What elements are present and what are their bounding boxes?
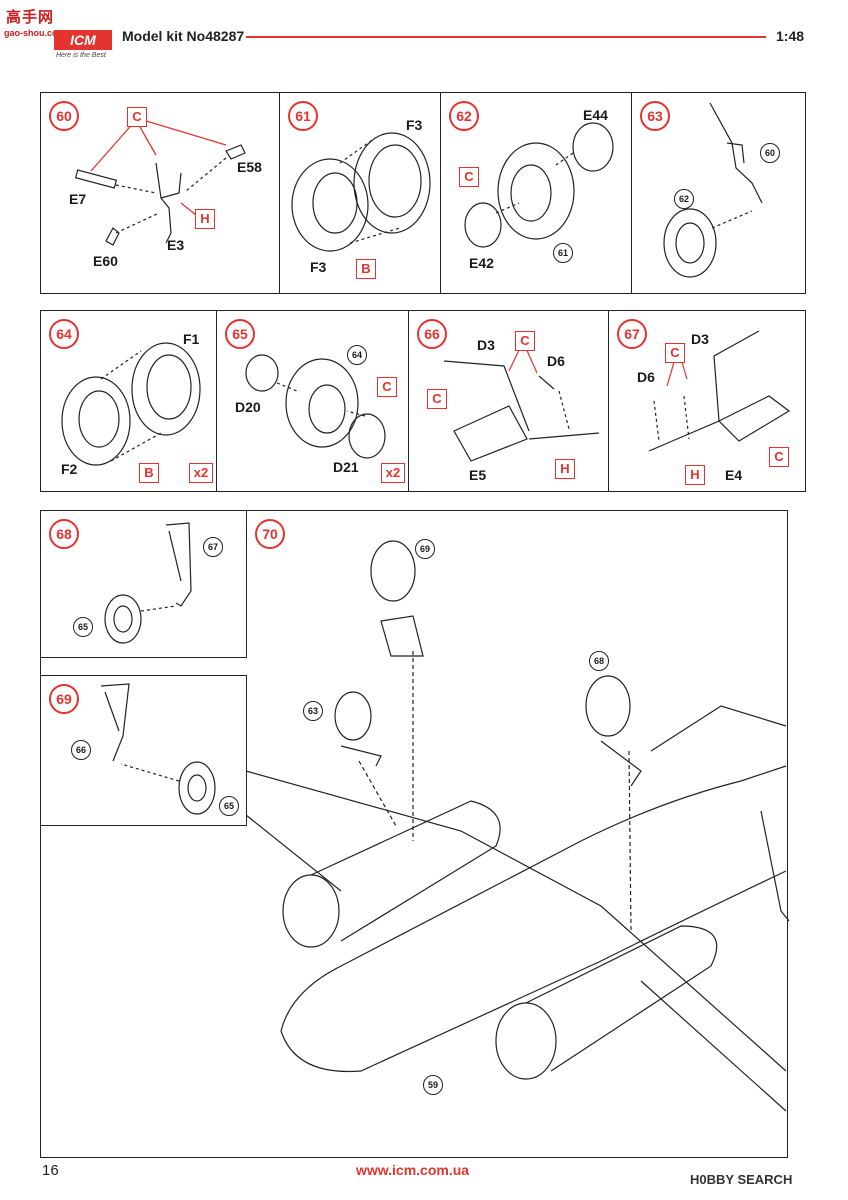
- step-number: 64: [49, 319, 79, 349]
- step-61-panel: 61 F3 F3 B: [279, 92, 442, 294]
- ref-step-66: 66: [71, 740, 91, 760]
- part-label-e3: E3: [167, 237, 185, 253]
- part-box-b: B: [356, 259, 376, 279]
- ref-step-69: 69: [415, 539, 435, 559]
- part-label-f1: F1: [183, 331, 200, 347]
- step-63-panel: 63 60 62: [631, 92, 806, 294]
- part-label-f2: F2: [61, 461, 78, 477]
- part-label-e60: E60: [93, 253, 118, 269]
- step-number: 61: [288, 101, 318, 131]
- step-number: 66: [417, 319, 447, 349]
- part-label-e5: E5: [469, 467, 487, 483]
- part-label-e7: E7: [69, 191, 87, 207]
- part-label-d6: D6: [637, 369, 655, 385]
- step-number: 60: [49, 101, 79, 131]
- part-label-e42: E42: [469, 255, 494, 271]
- part-label-f3-top: F3: [406, 117, 423, 133]
- step-number: 68: [49, 519, 79, 549]
- step-60-panel: 60 C H E7 E58 E3 E60: [40, 92, 281, 294]
- step-69-panel: 69 66 65: [40, 675, 247, 826]
- step-number: 69: [49, 684, 79, 714]
- step-65-drawing: [245, 354, 386, 459]
- step-69-drawing: [100, 683, 216, 815]
- step-number: 62: [449, 101, 479, 131]
- step-number: 67: [617, 319, 647, 349]
- header-rule: [246, 36, 766, 38]
- part-label-e4: E4: [725, 467, 743, 483]
- ref-step-65: 65: [73, 617, 93, 637]
- part-box-c: C: [427, 389, 447, 409]
- step-60-drawing: [74, 119, 246, 246]
- step-68-drawing: [104, 522, 192, 644]
- part-label-d21: D21: [333, 459, 359, 475]
- step-65-panel: 65 64 C D20 D21 x2: [216, 310, 410, 492]
- step-64-panel: 64 F1 F2 B x2: [40, 310, 218, 492]
- step-61-drawing: [291, 132, 431, 252]
- watermark-url: gao-shou.com: [4, 28, 66, 38]
- footer-link[interactable]: www.icm.com.ua: [356, 1162, 470, 1178]
- ref-step-62: 62: [674, 189, 694, 209]
- step-64-drawing: [61, 342, 201, 466]
- step-67-panel: 67 D3 C D6 H E4 C: [608, 310, 806, 492]
- part-label-e58: E58: [237, 159, 262, 175]
- step-62-drawing: [464, 122, 614, 248]
- part-box-c: C: [665, 343, 685, 363]
- part-box-c: C: [769, 447, 789, 467]
- ref-step-59: 59: [423, 1075, 443, 1095]
- ref-step-68: 68: [589, 651, 609, 671]
- ref-step-67: 67: [203, 537, 223, 557]
- aircraft-drawing: [240, 540, 790, 1112]
- ref-step-61: 61: [553, 243, 573, 263]
- part-box-h: H: [685, 465, 705, 485]
- part-box-b: B: [139, 463, 159, 483]
- icm-logo: ICM: [54, 30, 112, 50]
- ref-step-65: 65: [219, 796, 239, 816]
- part-label-f3-bottom: F3: [310, 259, 327, 275]
- watermark-title: 高手网: [6, 9, 55, 26]
- footer-watermark: H0BBY SEARCH: [690, 1172, 793, 1187]
- part-label-e44: E44: [583, 107, 608, 123]
- step-66-panel: 66 D3 C D6 C E5 H: [408, 310, 610, 492]
- part-box-h: H: [555, 459, 575, 479]
- part-label-d20: D20: [235, 399, 261, 415]
- step-63-drawing: [663, 102, 763, 278]
- scale-label: 1:48: [776, 28, 805, 44]
- step-number: 70: [255, 519, 285, 549]
- page-number: 16: [42, 1162, 59, 1179]
- part-box-c: C: [377, 377, 397, 397]
- step-number: 63: [640, 101, 670, 131]
- part-box-c: C: [515, 331, 535, 351]
- ref-step-64: 64: [347, 345, 367, 365]
- quantity-badge: x2: [381, 463, 405, 483]
- step-number: 65: [225, 319, 255, 349]
- step-68-panel: 68 67 65: [40, 510, 247, 658]
- part-box-h: H: [195, 209, 215, 229]
- part-label-d3: D3: [691, 331, 709, 347]
- part-box-c: C: [459, 167, 479, 187]
- part-box-c: C: [127, 107, 147, 127]
- page-title: Model kit No48287: [122, 28, 245, 44]
- part-label-d6: D6: [547, 353, 565, 369]
- step-67-drawing: [648, 330, 791, 452]
- quantity-badge: x2: [189, 463, 213, 483]
- part-label-d3: D3: [477, 337, 495, 353]
- brand-tagline: Here is the Best: [56, 52, 106, 59]
- ref-step-63: 63: [303, 701, 323, 721]
- ref-step-60: 60: [760, 143, 780, 163]
- step-62-panel: 62 E44 C E42 61: [440, 92, 633, 294]
